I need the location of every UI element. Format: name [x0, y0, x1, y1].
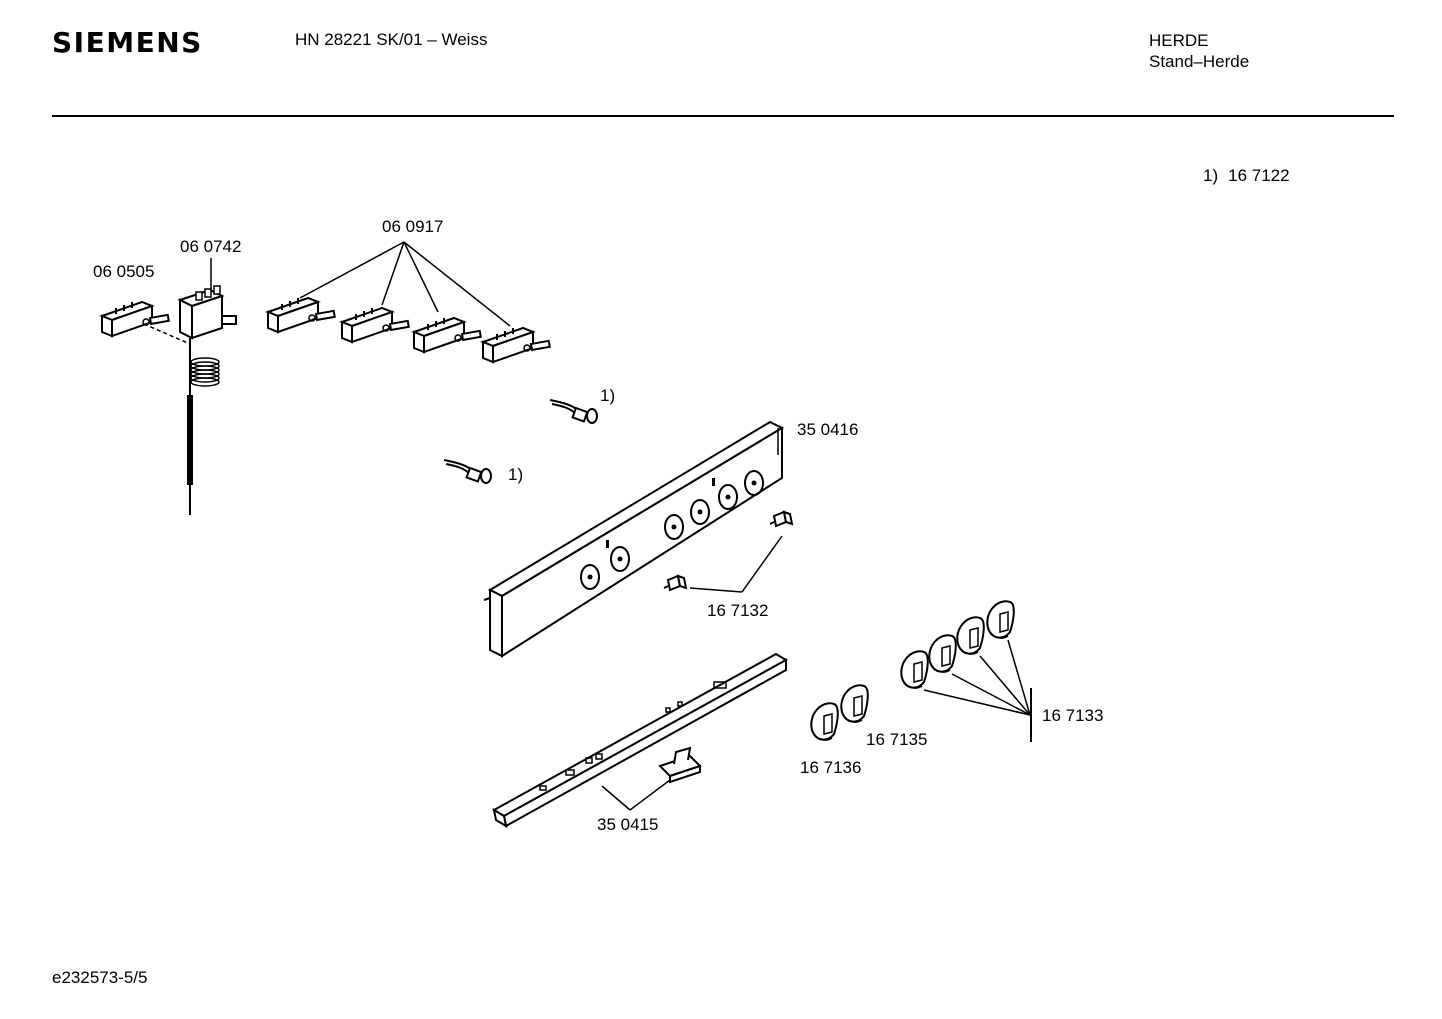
knob-167133-d [986, 600, 1015, 640]
indicator-lamp-upper [549, 399, 598, 424]
part-label-167133: 16 7133 [1042, 706, 1104, 725]
switch-060917-a [267, 297, 336, 333]
part-label-060742: 06 0742 [180, 237, 242, 256]
part-label-167135: 16 7135 [866, 730, 928, 749]
clip-167132-b [769, 511, 793, 527]
lamp-ref-upper: 1) [600, 386, 616, 405]
knob-167136 [810, 702, 839, 742]
category-label: HERDE [1149, 31, 1209, 50]
rail-350415 [491, 652, 789, 829]
part-label-350415: 35 0415 [597, 815, 659, 834]
clip-167132-a [663, 575, 687, 591]
switch-060917-d [482, 327, 551, 363]
knob-167133-c [956, 616, 985, 656]
knob-167133-b [928, 634, 957, 674]
switch-060917-c [413, 317, 482, 353]
lamp-ref-lower: 1) [508, 465, 524, 484]
footnote-legend: 1) 16 7122 [1203, 166, 1300, 186]
part-label-167132: 16 7132 [707, 601, 769, 620]
footnote-marker: 1) [1203, 166, 1219, 185]
part-label-060917: 06 0917 [382, 217, 444, 236]
header-divider [52, 115, 1394, 117]
document-id: e232573-5/5 [52, 968, 148, 987]
part-label-167136: 16 7136 [800, 758, 862, 777]
footnote-part: 16 7122 [1228, 166, 1290, 185]
thermostat-060742 [177, 285, 237, 515]
control-panel-350416 [483, 420, 785, 658]
model-title: HN 28221 SK/01 – Weiss [295, 30, 488, 49]
knob-167135 [840, 684, 869, 724]
knob-167133-a [900, 650, 929, 690]
category-block: HERDE Stand–Herde [1149, 30, 1249, 72]
subcategory-label: Stand–Herde [1149, 52, 1250, 71]
brand-logo: SIEMENS [52, 26, 203, 59]
part-label-060505: 06 0505 [93, 262, 155, 281]
switch-060917-b [341, 307, 410, 343]
bracket-350415 [658, 746, 702, 784]
part-label-350416: 35 0416 [797, 420, 859, 439]
indicator-lamp-lower [443, 459, 492, 484]
